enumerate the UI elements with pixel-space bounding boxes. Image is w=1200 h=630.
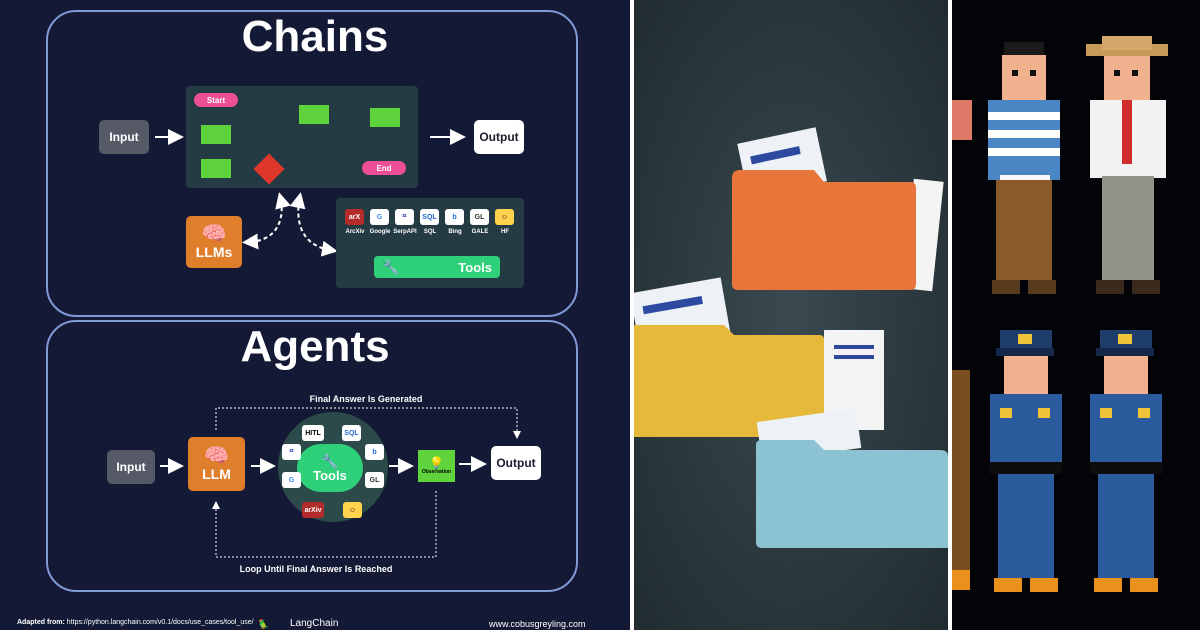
pixel-characters-illustration: [952, 0, 1200, 630]
chains-section: [46, 10, 578, 317]
gale-icon: GL: [365, 472, 384, 488]
folders-illustration: [634, 0, 948, 630]
hf-icon: ☺: [495, 209, 514, 225]
observation-label: Observation: [421, 469, 452, 475]
start-node: Start: [194, 93, 238, 107]
serpapi-icon: ⌗: [395, 209, 414, 225]
agents-input-box: Input: [107, 450, 155, 484]
wrench-icon: 🔧: [321, 452, 339, 469]
loop-label: Loop Until Final Answer Is Reached: [239, 564, 393, 574]
tool-label-arxiv: ArcXiv: [345, 229, 365, 235]
observation-box: 💡 Observation: [418, 450, 455, 482]
brain-icon: 🧠: [204, 445, 229, 467]
arxiv-icon: arXiv: [302, 502, 324, 518]
blue-folder: [756, 408, 948, 548]
brain-icon: 🧠: [201, 223, 227, 245]
pixel-characters-image: [952, 0, 1200, 630]
llms-box: 🧠 LLMs: [186, 216, 242, 268]
tool-label-gale: GALE: [471, 229, 489, 235]
flow-step-2: [201, 159, 231, 178]
langchain-logo-icon: 🦜: [258, 619, 270, 629]
hat-man: [1086, 36, 1168, 294]
chains-output-box: Output: [474, 120, 524, 154]
chains-title: Chains: [241, 12, 389, 61]
striped-shirt-man: [988, 42, 1060, 294]
tool-label-sql: SQL: [423, 229, 437, 235]
agents-tools-label: Tools: [313, 467, 347, 483]
flow-step-4: [370, 108, 400, 127]
chains-input-box: Input: [99, 120, 149, 154]
langchain-brand: LangChain: [290, 618, 339, 629]
agents-section: [46, 320, 578, 592]
hitl-icon: HITL: [302, 425, 324, 441]
footer: Adapted from: https://python.langchain.c…: [17, 618, 617, 630]
adapted-label: Adapted from:: [17, 619, 65, 626]
flow-step-1: [201, 125, 231, 144]
tools-circle-center: 🔧 Tools: [297, 444, 363, 492]
google-icon: G: [282, 472, 301, 488]
tool-label-serpapi: SerpAPI: [393, 229, 417, 235]
tool-label-hf: HF: [501, 229, 509, 235]
folders-image: [634, 0, 948, 630]
tools-bar-label: Tools: [458, 259, 492, 275]
flow-step-3: [299, 105, 329, 124]
serpapi-icon: ⌗: [282, 444, 301, 460]
bing-icon: b: [445, 209, 464, 225]
agents-arrows: [160, 407, 521, 558]
agents-output-box: Output: [491, 446, 541, 480]
agents-title: Agents: [240, 322, 390, 371]
final-answer-label: Final Answer Is Generated: [309, 394, 423, 404]
lightbulb-icon: 💡: [429, 456, 444, 470]
orange-folder: [732, 127, 944, 292]
llms-label: LLMs: [195, 244, 233, 260]
gale-icon: GL: [470, 209, 489, 225]
end-node: End: [362, 161, 406, 175]
sql-icon: SQL: [342, 425, 361, 441]
llm-box: 🧠 LLM: [188, 437, 245, 491]
arxiv-icon: arX: [345, 209, 364, 225]
chains-agents-diagram: Chains Input Output Start End 🧠 LLMs arX…: [0, 0, 630, 630]
hf-icon: ☺: [343, 502, 362, 518]
police-officer: [990, 330, 1062, 592]
tool-label-google: Google: [369, 229, 391, 235]
wrench-icon: 🔧: [382, 258, 400, 275]
tools-bar: 🔧 Tools: [374, 256, 500, 278]
adapted-url[interactable]: https://python.langchain.com/v0.1/docs/u…: [66, 619, 254, 626]
bing-icon: b: [365, 444, 384, 460]
google-icon: G: [370, 209, 389, 225]
website[interactable]: www.cobusgreyling.com: [489, 619, 586, 629]
llm-label: LLM: [202, 466, 231, 482]
sql-icon: SQL: [420, 209, 439, 225]
police-officer: [1090, 330, 1162, 592]
tool-label-bing: Bing: [448, 229, 462, 235]
